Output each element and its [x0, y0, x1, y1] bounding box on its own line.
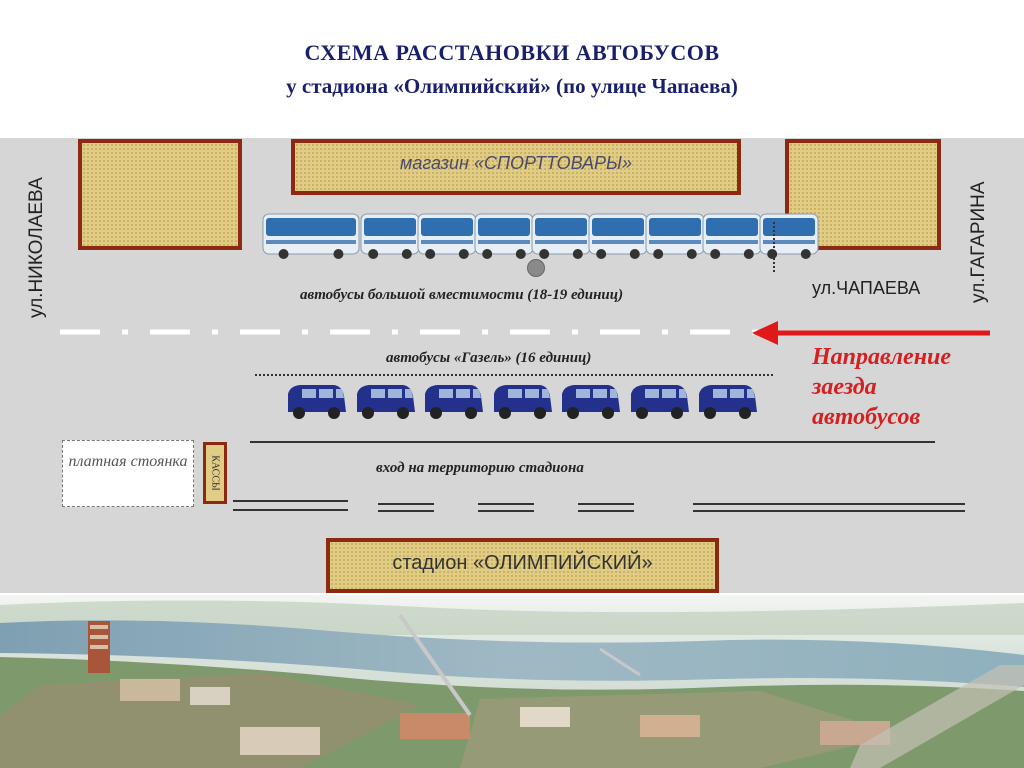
boundary-double-line-1 [233, 500, 348, 511]
gazel-caption: автобусы «Газель» (16 единиц) [386, 350, 592, 366]
shop-block: магазин «СПОРТТОВАРЫ» [291, 139, 741, 195]
gazel-minibus [630, 385, 689, 419]
street-gagarina-label: ул.ГАГАРИНА [968, 181, 989, 303]
boundary-double-line-5 [693, 503, 965, 512]
direction-arrow [752, 321, 990, 345]
bus-layout-map: магазин «СПОРТТОВАРЫ» ул.НИКОЛАЕВА ул.ГА… [0, 138, 1024, 593]
title-line-1: СХЕМА РАССТАНОВКИ АВТОБУСОВ [304, 40, 720, 65]
stadium-label: стадион «ОЛИМПИЙСКИЙ» [392, 552, 653, 574]
big-bus [588, 213, 648, 259]
entrance-caption: вход на территорию стадиона [376, 460, 584, 476]
big-bus [702, 213, 762, 259]
big-bus [531, 213, 591, 259]
gazel-minibus [493, 385, 552, 419]
boundary-double-line-2 [378, 503, 434, 512]
entrance-line [250, 441, 935, 443]
gazel-minibus [562, 385, 620, 419]
gazel-minibus [425, 385, 483, 419]
big-bus [645, 213, 705, 259]
paid-parking: платная стоянка [62, 440, 194, 507]
direction-line-2: заезда [812, 374, 877, 400]
big-bus [474, 213, 534, 259]
bus-stop-marker [527, 259, 545, 277]
street-chapaeva-label: ул.ЧАПАЕВА [812, 278, 921, 298]
boundary-double-line-3 [478, 503, 534, 512]
gazel-minibus [288, 385, 346, 419]
direction-line-1: Направление [812, 344, 952, 370]
stadium-block: стадион «ОЛИМПИЙСКИЙ» [326, 538, 719, 593]
direction-note: Направление заезда автобусов [812, 342, 951, 432]
gazel-minibus [699, 385, 757, 419]
big-bus [262, 213, 360, 259]
street-nikolaeva-label: ул.НИКОЛАЕВА [26, 177, 47, 318]
aerial-city-photo [0, 595, 1024, 768]
ticket-office-label: КАССЫ [209, 455, 221, 491]
gazel-minibus [356, 385, 415, 419]
shop-label: магазин «СПОРТТОВАРЫ» [400, 153, 632, 173]
ticket-office: КАССЫ [203, 442, 227, 504]
boundary-double-line-4 [578, 503, 634, 512]
bus-bay-dotted-edge [773, 222, 775, 272]
title-line-2: у стадиона «Олимпийский» (по улице Чапае… [286, 74, 738, 98]
left-building-block [78, 139, 242, 250]
big-buses-caption: автобусы большой вместимости (18-19 един… [300, 287, 624, 303]
big-bus [360, 213, 420, 259]
big-bus [759, 213, 819, 259]
road-centerline [60, 329, 760, 335]
paid-parking-label: платная стоянка [68, 453, 188, 470]
big-bus [417, 213, 477, 259]
gazel-bay-dotted-edge [255, 374, 773, 376]
direction-line-3: автобусов [812, 404, 921, 430]
